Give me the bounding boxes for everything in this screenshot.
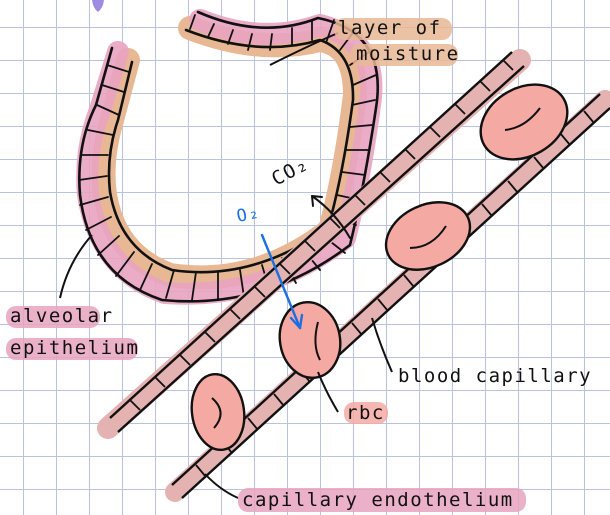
blood-capillary-label: blood capillary bbox=[398, 365, 592, 387]
rbc-cell bbox=[274, 297, 346, 382]
co2-label: CO₂ bbox=[268, 153, 313, 191]
rbc-cell bbox=[375, 189, 481, 282]
alveolar-label-line2: epithelium bbox=[10, 337, 139, 359]
alveolar-pointer bbox=[60, 235, 92, 298]
endothelium-pointer bbox=[205, 474, 238, 498]
o2-label: O₂ bbox=[235, 202, 262, 226]
rbc-pointer bbox=[318, 372, 338, 412]
blood-capillary-pointer bbox=[372, 318, 392, 372]
alveolus bbox=[79, 12, 378, 301]
purple-mark bbox=[92, 0, 104, 12]
alveolar-label-line1: alveolar bbox=[10, 305, 114, 327]
capillary-endothelium-label: capillary endothelium bbox=[242, 489, 514, 511]
moisture-label-line1: layer of bbox=[338, 17, 442, 39]
rbc-label: rbc bbox=[346, 402, 385, 424]
moisture-label-line2: moisture bbox=[356, 43, 460, 65]
